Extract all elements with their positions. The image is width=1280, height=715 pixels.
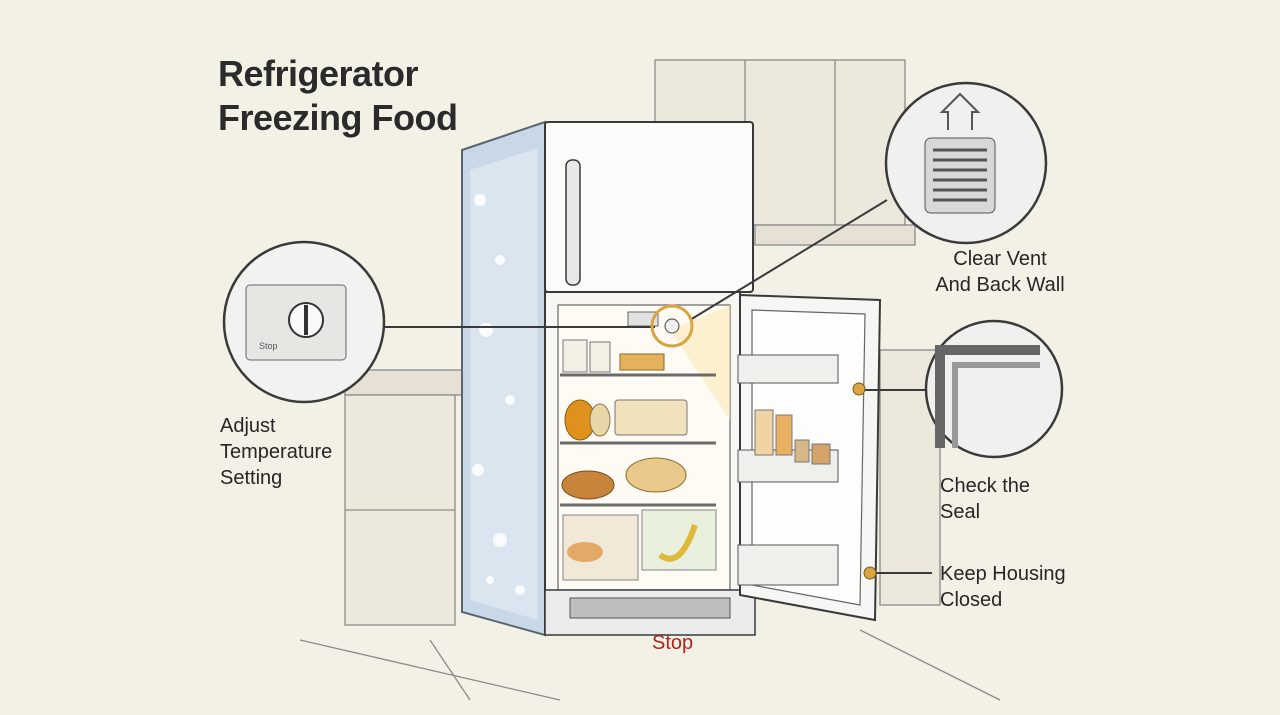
door-gasket-icon xyxy=(924,319,1064,459)
callout-seal-label: Check the Seal xyxy=(940,473,1030,525)
housing-line-2: Closed xyxy=(940,589,1003,611)
callout-temperature-label: Adjust Temperature Setting xyxy=(220,413,332,491)
housing-line-1: Keep Housing xyxy=(940,563,1066,585)
callout-housing-label: Keep Housing Closed xyxy=(940,561,1066,613)
page-title: Refrigerator Freezing Food xyxy=(218,52,458,140)
temperature-line-1: Adjust xyxy=(220,415,276,437)
vent-line-2: And Back Wall xyxy=(935,274,1065,296)
vent-line-1: Clear Vent xyxy=(953,248,1047,270)
title-line-2: Freezing Food xyxy=(218,97,458,138)
thermostat-dial-icon xyxy=(222,240,386,404)
callout-lines xyxy=(383,199,932,574)
dial-highlight-ring xyxy=(650,304,694,348)
title-line-1: Refrigerator xyxy=(218,53,419,94)
fridge-body xyxy=(461,120,756,637)
fridge-door-open xyxy=(737,293,882,622)
air-vent-icon xyxy=(884,81,1048,245)
temperature-line-2: Temperature xyxy=(220,441,333,463)
callout-vent-label: Clear Vent And Back Wall xyxy=(920,246,1080,298)
dial-stop-text: Stop xyxy=(259,341,278,351)
seal-line-2: Seal xyxy=(940,501,981,523)
stop-label: Stop xyxy=(652,632,694,654)
housing-marker xyxy=(863,566,877,580)
seal-line-1: Check the xyxy=(940,475,1031,497)
seal-marker xyxy=(852,382,866,396)
temperature-line-3: Setting xyxy=(220,467,283,489)
